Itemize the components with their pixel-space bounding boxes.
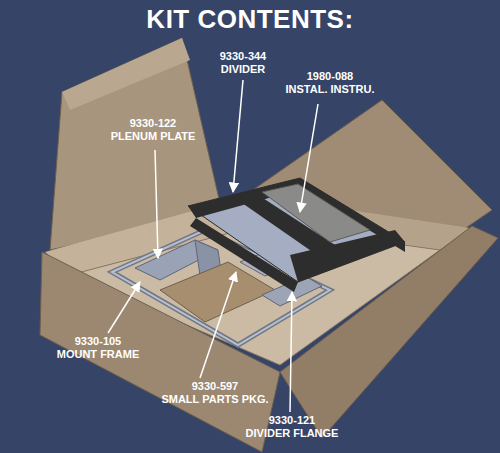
box-flap-inner — [62, 38, 190, 110]
part-name: SMALL PARTS PKG. — [161, 393, 268, 406]
part-name: DIVIDER — [221, 63, 266, 76]
part-name: DIVIDER FLANGE — [246, 427, 339, 440]
leader-line — [155, 150, 158, 258]
leader-line — [108, 282, 140, 333]
box-flap — [280, 226, 498, 438]
part-number: 9330-122 — [130, 117, 177, 130]
instal-instructions — [262, 184, 370, 242]
leader-line — [300, 104, 318, 212]
part-name: MOUNT FRAME — [57, 348, 140, 361]
part-number: 9330-121 — [269, 414, 316, 427]
page-title: KIT CONTENTS: — [0, 4, 500, 35]
part-number: 9330-105 — [75, 335, 122, 348]
leader-line — [233, 80, 243, 192]
part-number: 1980-088 — [307, 70, 354, 83]
box-flap — [40, 252, 280, 452]
leader-line — [290, 292, 292, 412]
part-name: INSTAL. INSTRU. — [285, 83, 374, 96]
part-number: 9330-344 — [220, 50, 267, 63]
divider — [188, 178, 405, 282]
part-number: 9330-597 — [192, 380, 239, 393]
leader-line — [200, 272, 236, 378]
part-name: PLENUM PLATE — [111, 130, 196, 143]
